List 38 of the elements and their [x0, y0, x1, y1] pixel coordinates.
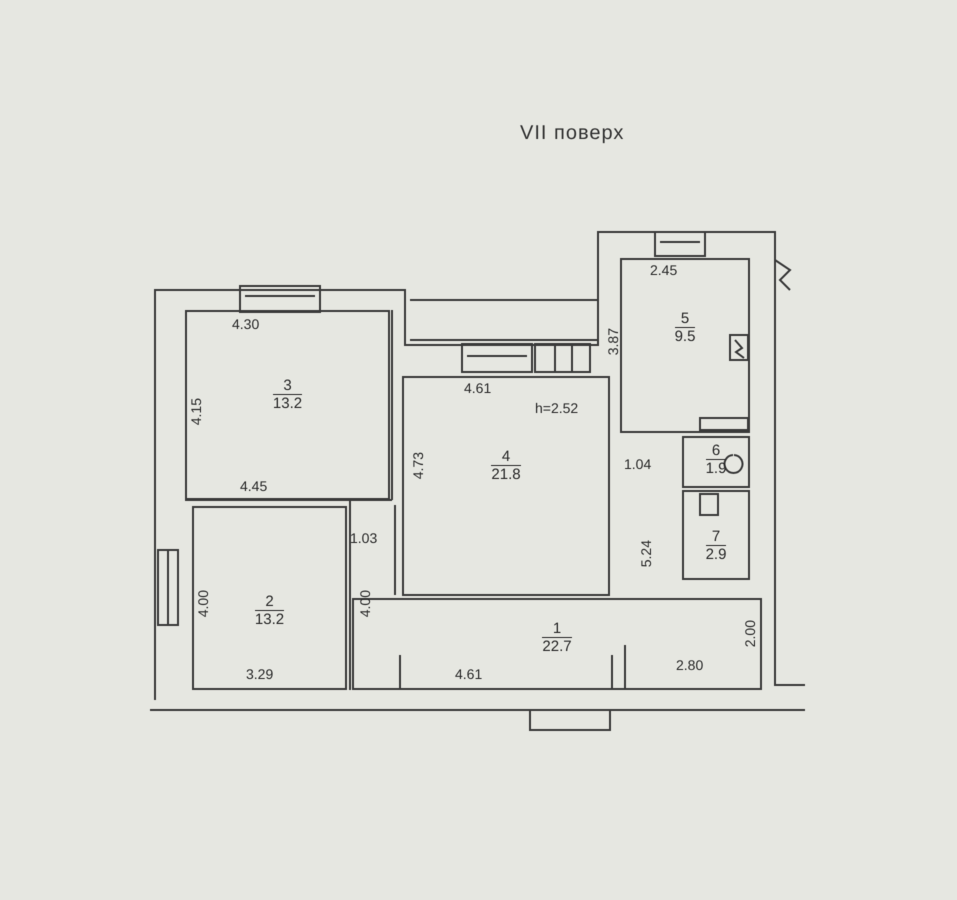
dimension-label: h=2.52: [535, 400, 578, 416]
floor-title: VII поверх: [520, 121, 624, 146]
room-outline: [682, 490, 750, 580]
dimension-label: 2.45: [650, 262, 678, 278]
room-area: 21.8: [491, 465, 521, 483]
dimension-label: 5.24: [638, 540, 654, 568]
room-outline: [682, 436, 750, 488]
room-area: 1.9: [706, 459, 726, 477]
dimension-label: 4.45: [240, 478, 268, 494]
dimension-label: 2.00: [742, 620, 758, 648]
dimension-label: 1.03: [350, 530, 378, 546]
dimension-label: 1.04: [624, 456, 652, 472]
room-outline: [185, 310, 390, 500]
room-number: 4: [502, 448, 510, 465]
room-outline: [192, 506, 347, 690]
room-area: 22.7: [542, 637, 572, 655]
dimension-label: 4.00: [195, 590, 211, 618]
dimension-label: 4.15: [188, 398, 204, 426]
dimension-label: 2.80: [676, 657, 704, 673]
dimension-label: 4.61: [464, 380, 492, 396]
room-number: 6: [712, 442, 720, 459]
room-outline: [620, 258, 750, 433]
room-number: 3: [283, 377, 292, 394]
room-area: 13.2: [254, 610, 284, 628]
dimension-label: 4.30: [232, 316, 260, 332]
dimension-label: 4.73: [410, 452, 426, 480]
room-number: 5: [680, 310, 690, 327]
room-number: 7: [712, 528, 720, 545]
room-area: 9.5: [674, 327, 696, 345]
dimension-label: 4.00: [357, 590, 373, 618]
dimension-label: 3.29: [246, 666, 274, 682]
room-area: 13.2: [272, 394, 302, 412]
room-area: 2.9: [706, 545, 726, 563]
room-outline: [402, 376, 610, 596]
dimension-label: 4.61: [455, 666, 482, 682]
dimension-label: 3.87: [605, 328, 621, 356]
room-number: 2: [265, 593, 274, 610]
room-number: 1: [552, 620, 562, 637]
